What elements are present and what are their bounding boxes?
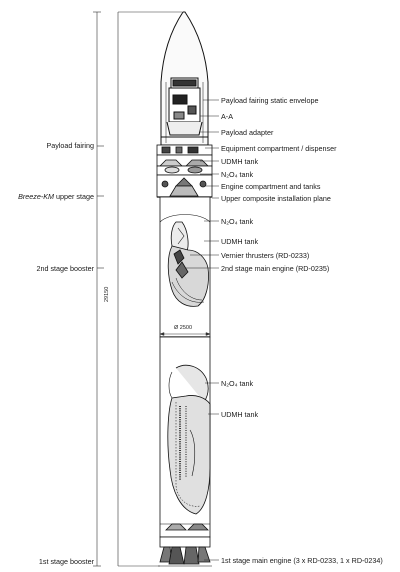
n2o4-tank-stage2-label: N₂O₄ tank: [221, 217, 254, 226]
upper-stage-name: Breeze-KM: [18, 192, 55, 201]
udmh-tank-stage2-label: UDMH tank: [221, 237, 259, 246]
upper-stage-suffix: upper stage: [54, 192, 94, 201]
equipment-compartment-label: Equipment compartment / dispenser: [221, 144, 337, 153]
vernier-thrusters-label: Vernier thrusters (RD-0233): [221, 251, 310, 260]
diameter-value: Ø 2500: [174, 325, 193, 331]
upper-stage-label: Breeze-KM upper stage: [18, 192, 94, 201]
upper-composite-plane-label: Upper composite installation plane: [221, 194, 331, 203]
stage1-main-engine-label: 1st stage main engine (3 x RD-0233, 1 x …: [221, 556, 383, 565]
stage2-main-engine-label: 2nd stage main engine (RD-0235): [221, 264, 330, 273]
first-stage: [158, 336, 212, 567]
payload-adapter-label: Payload adapter: [221, 128, 274, 137]
payload-fairing-label: Payload fairing: [46, 141, 94, 150]
upper-stage: [156, 144, 213, 198]
section-aa-label: A-A: [221, 112, 233, 121]
udmh-tank-upper-label: UDMH tank: [221, 157, 259, 166]
first-stage-label: 1st stage booster: [38, 557, 94, 566]
leader-lines: [186, 99, 219, 561]
udmh-tank-stage1-label: UDMH tank: [221, 410, 259, 419]
overall-length-dimension: [93, 11, 182, 567]
second-stage: [159, 196, 211, 338]
n2o4-tank-stage1-label: N₂O₄ tank: [221, 379, 254, 388]
fairing-envelope-label: Payload fairing static envelope: [221, 96, 319, 105]
second-stage-label: 2nd stage booster: [36, 264, 94, 273]
n2o4-tank-upper-label: N₂O₄ tank: [221, 170, 254, 179]
overall-length-value: 29150: [104, 286, 110, 302]
diameter-dimension: [159, 332, 211, 336]
engine-compartment-label: Engine compartment and tanks: [221, 182, 321, 191]
payload-fairing-outline: [160, 11, 209, 146]
